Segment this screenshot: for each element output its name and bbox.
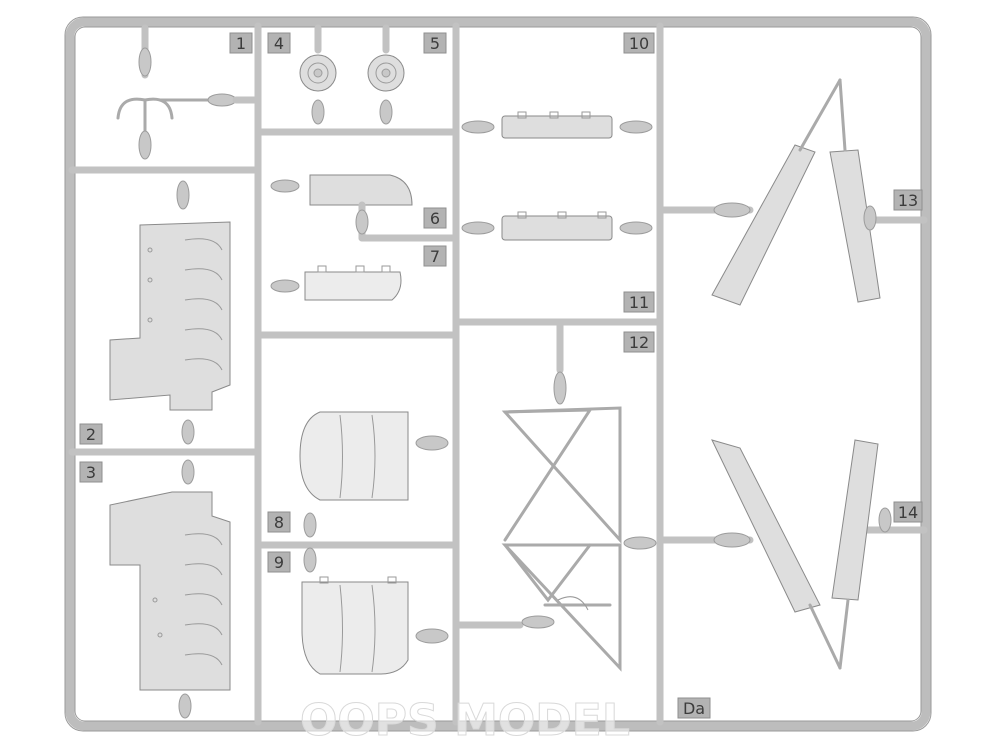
part-10-rail <box>461 111 653 139</box>
svg-text:Da: Da <box>683 699 705 718</box>
svg-text:10: 10 <box>629 34 649 53</box>
svg-text:11: 11 <box>629 293 649 312</box>
tag-12: 12 <box>623 331 655 353</box>
tag-sprue-letter: Da <box>677 697 711 719</box>
tag-5: 5 <box>423 32 447 54</box>
part-2-panel <box>109 180 231 445</box>
svg-text:12: 12 <box>629 333 649 352</box>
tag-3: 3 <box>79 461 103 483</box>
svg-text:2: 2 <box>86 425 96 444</box>
part-13-struts <box>711 78 881 306</box>
svg-text:5: 5 <box>430 34 440 53</box>
part-4-wheel <box>299 24 337 125</box>
part-7-panel <box>270 265 402 301</box>
tag-9: 9 <box>267 551 291 573</box>
svg-text:8: 8 <box>274 513 284 532</box>
part-3-panel <box>109 459 231 719</box>
part-number-tags: 1 4 5 10 6 7 13 11 12 2 3 14 8 9 Da <box>79 32 923 719</box>
svg-text:13: 13 <box>898 191 918 210</box>
part-12-truss <box>452 318 657 672</box>
svg-text:6: 6 <box>430 209 440 228</box>
part-5-wheel <box>367 24 405 125</box>
part-14-struts <box>711 439 892 670</box>
part-1-fork <box>116 24 262 160</box>
part-6-panel <box>270 174 460 242</box>
tag-2: 2 <box>79 423 103 445</box>
tag-8: 8 <box>267 511 291 533</box>
part-11-rail <box>461 211 653 241</box>
tag-13: 13 <box>893 189 923 211</box>
part-8-cowl <box>299 411 449 538</box>
tag-6: 6 <box>423 207 447 229</box>
tag-1: 1 <box>229 32 253 54</box>
sprue-frame <box>64 16 932 732</box>
tag-7: 7 <box>423 245 447 267</box>
tag-11: 11 <box>623 291 655 313</box>
svg-text:3: 3 <box>86 463 96 482</box>
svg-text:14: 14 <box>898 503 918 522</box>
tag-10: 10 <box>623 32 655 54</box>
svg-text:7: 7 <box>430 247 440 266</box>
svg-text:1: 1 <box>236 34 246 53</box>
part-9-cowl <box>301 547 449 675</box>
tag-14: 14 <box>893 501 923 523</box>
tag-4: 4 <box>267 32 291 54</box>
svg-text:9: 9 <box>274 553 284 572</box>
svg-text:4: 4 <box>274 34 284 53</box>
watermark-text: OOPS MODEL <box>300 695 630 746</box>
